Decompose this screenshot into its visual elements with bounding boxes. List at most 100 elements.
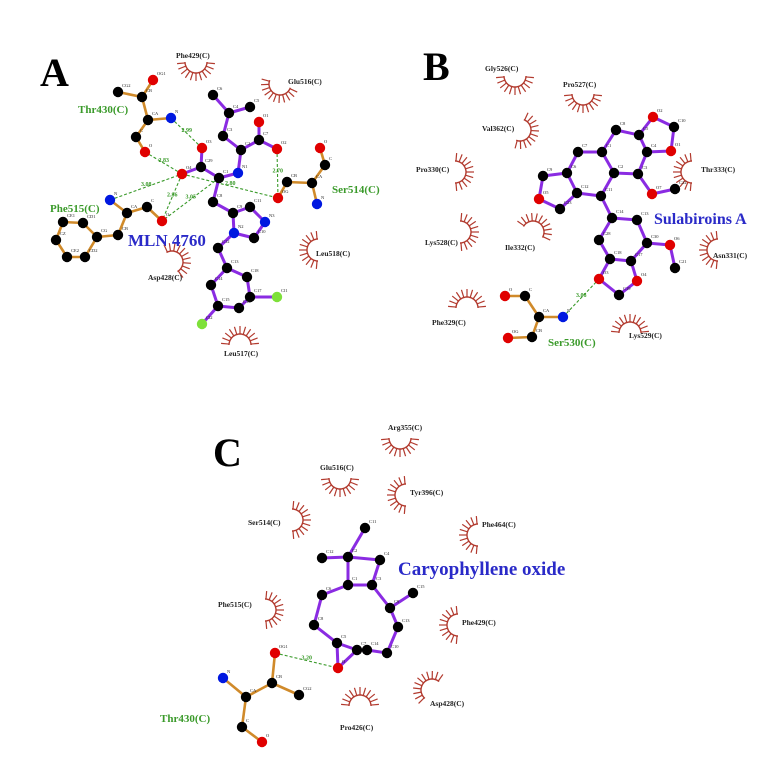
hydrophobic-spoke (398, 504, 403, 513)
atom-label: CB (122, 226, 128, 231)
hbond-distance: 2.99 (182, 128, 193, 134)
hydrophobic-contact: Tyr396(C) (387, 476, 444, 514)
carbon-atom (319, 159, 331, 171)
hydrophobic-spoke (463, 177, 472, 184)
hydrophobic-spoke (434, 671, 439, 680)
hydrophobic-spoke (388, 446, 395, 455)
hydrophobic-arc (388, 438, 412, 450)
atom-label: CA (152, 111, 159, 116)
hydrophobic-contact: Asp428(C) (413, 670, 465, 708)
hydrophobic-spoke (408, 444, 416, 451)
hydrophobic-arc (394, 483, 406, 507)
hydrogen-bond (161, 173, 183, 222)
ligand-name: Sulabiroins A (654, 211, 747, 228)
carbon-atom (221, 262, 233, 274)
oxygen-atom (256, 736, 268, 748)
hydrophobic-spoke (301, 238, 310, 245)
hydrophobic-spoke (299, 252, 308, 257)
atom-label: C13 (402, 618, 410, 623)
hydrophobic-spoke (369, 698, 378, 703)
hydrophobic-contact: Leu518(C) (299, 231, 351, 269)
hydrophobic-spoke (271, 594, 278, 602)
atom-label: C14 (215, 276, 223, 281)
atom-label: CD2 (89, 248, 98, 253)
atom-label: O4 (641, 272, 647, 277)
hydrophobic-spoke (265, 591, 268, 600)
hydrophobic-spoke (524, 112, 529, 121)
atom-label: C13 (641, 211, 649, 216)
atom-label: O4 (186, 165, 192, 170)
hydrophobic-arc (268, 79, 291, 96)
hydrophobic-arc (455, 160, 467, 184)
hydrogen-bond (144, 151, 183, 175)
hydrophobic-spoke (460, 242, 463, 251)
hydrophobic-spoke (445, 609, 452, 617)
hydrophobic-spoke (542, 223, 551, 228)
hydrophobic-spoke (384, 444, 392, 451)
hydrophobic-spoke (463, 214, 468, 223)
hydrophobic-spoke (476, 300, 485, 305)
hydrophobic-spoke (181, 251, 189, 258)
hydrogen-bond (170, 117, 203, 149)
oxygen-atom (156, 215, 168, 227)
hydrophobic-spoke (179, 247, 186, 255)
ligand-name: Caryophyllene oxide (398, 559, 565, 580)
hydrophobic-spoke (639, 325, 648, 330)
hydrophobic-spoke (445, 633, 452, 641)
nitrogen-atom (104, 194, 116, 206)
atom-label: O2 (281, 140, 287, 145)
hydrophobic-spoke (525, 138, 532, 146)
hydrophobic-arc (228, 333, 252, 345)
carbon-atom (571, 187, 583, 199)
atom-label: C9 (394, 599, 400, 604)
hydrophobic-spoke (455, 182, 458, 191)
hydrophobic-spoke (520, 84, 527, 93)
hydrophobic-spoke (292, 530, 295, 539)
atom-label: N1 (242, 164, 248, 169)
hydrophobic-spoke (362, 687, 367, 696)
atom-label: C8 (217, 193, 223, 198)
atom-label: C7 (361, 641, 367, 646)
hydrophobic-spoke (381, 438, 390, 441)
hydrophobic-residue-label: Tyr396(C) (410, 488, 444, 497)
hydrophobic-spoke (328, 486, 335, 495)
atom-label: O (342, 659, 346, 664)
carbon-atom (223, 107, 235, 119)
hydrophobic-spoke (528, 136, 536, 142)
hydrophobic-residue-label: Ser514(C) (248, 518, 281, 527)
hydrophobic-spoke (468, 237, 477, 244)
hbond-distance: 2.80 (225, 181, 236, 187)
atom-label: C7 (582, 143, 588, 148)
carbon-atom (533, 311, 545, 323)
hydrophobic-spoke (640, 330, 649, 333)
hydrophobic-spoke (264, 89, 272, 96)
hydrophobic-spoke (475, 545, 478, 554)
hydrophobic-spoke (180, 68, 188, 75)
carbon-atom (631, 214, 643, 226)
hydrophobic-contact: Lys528(C) (425, 213, 479, 251)
hydrophobic-spoke (387, 488, 396, 493)
hydrophobic-spoke (618, 316, 625, 325)
hydrophobic-contact: Arg355(C) (381, 423, 423, 457)
hydrogen-bond (276, 148, 279, 199)
hbond-residue-label: Phe515(C) (50, 203, 100, 215)
chlorine-atom (196, 318, 208, 330)
hydrophobic-residue-label: Leu518(C) (316, 249, 351, 258)
hydrophobic-arc (420, 678, 440, 699)
hydrophobic-spoke (350, 478, 359, 481)
hydrophobic-spoke (468, 220, 477, 227)
hbond-distance: 2.86 (167, 193, 178, 199)
hydrophobic-spoke (322, 481, 331, 486)
atom-label: CB (276, 674, 282, 679)
hydrophobic-spoke (465, 543, 472, 551)
hydrophobic-spoke (382, 441, 391, 446)
hydrophobic-spoke (177, 270, 184, 278)
atom-label: C18 (251, 268, 259, 273)
hydrophobic-contact: Phe429(C) (176, 51, 215, 81)
carbon-atom (244, 201, 256, 213)
atom-label: C2 (618, 164, 623, 169)
hydrophobic-spoke (459, 528, 468, 533)
atom-label: C4 (384, 551, 390, 556)
atom-label: CB (536, 328, 542, 333)
